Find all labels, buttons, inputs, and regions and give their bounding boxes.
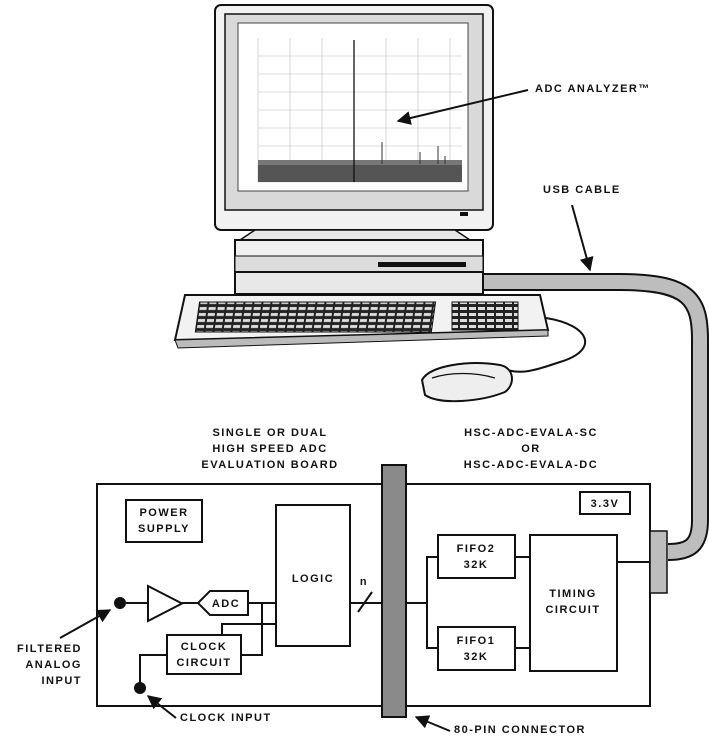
board-part-number: HSC-ADC-EVALA-SC OR HSC-ADC-EVALA-DC	[464, 427, 598, 471]
connector-label: 80-PIN CONNECTOR	[454, 724, 586, 736]
board-title-line-3: EVALUATION BOARD	[201, 459, 338, 471]
mouse-icon	[420, 317, 587, 403]
connector-arrow	[414, 715, 451, 732]
wire-clock-logic	[241, 624, 263, 656]
clock-circuit-label-2: CIRCUIT	[176, 657, 231, 669]
board-title-line-2: HIGH SPEED ADC	[212, 443, 327, 455]
wire-fifo-split	[426, 556, 438, 649]
keyboard-icon	[173, 294, 550, 349]
filtered-analog-input-label: FILTERED ANALOG INPUT	[17, 643, 83, 687]
power-supply-label-2: SUPPLY	[138, 523, 190, 535]
fifo2-block: FIFO2 32K	[437, 534, 516, 579]
adc-analyzer-arrow	[396, 89, 529, 125]
80-pin-connector-icon	[381, 464, 407, 718]
wire-clock-input	[139, 654, 167, 685]
filtered-input-label-3: INPUT	[42, 675, 83, 687]
fifo1-label-1: FIFO1	[457, 635, 496, 647]
timing-circuit-label-1: TIMING	[549, 588, 597, 600]
board-part-line-2: OR	[521, 443, 541, 455]
usb-cable-label: USB CABLE	[543, 184, 621, 196]
monitor-icon	[214, 4, 494, 231]
fifo1-label-2: 32K	[464, 651, 489, 663]
timing-circuit-label-2: CIRCUIT	[545, 604, 600, 616]
voltage-label: 3.3V	[591, 498, 620, 510]
clock-circuit-label-1: CLOCK	[181, 641, 228, 653]
logic-label: LOGIC	[292, 573, 334, 585]
usb-port-icon	[649, 530, 668, 594]
timing-circuit-block: TIMING CIRCUIT	[529, 534, 618, 672]
board-part-line-1: HSC-ADC-EVALA-SC	[464, 427, 598, 439]
filtered-input-label-1: FILTERED	[17, 643, 82, 655]
power-supply-block: POWER SUPPLY	[125, 499, 203, 543]
bus-width-label: n	[360, 576, 368, 588]
analog-input-node	[114, 597, 126, 609]
fifo2-label-1: FIFO2	[457, 543, 496, 555]
filtered-input-label-2: ANALOG	[25, 659, 82, 671]
clock-circuit-block: CLOCK CIRCUIT	[166, 634, 242, 675]
board-title-line-1: SINGLE OR DUAL	[212, 427, 327, 439]
clock-input-label: CLOCK INPUT	[180, 712, 272, 724]
adc-analyzer-label: ADC ANALYZER™	[535, 83, 651, 95]
clock-input-node	[134, 682, 146, 694]
bus-slash	[357, 591, 373, 613]
fifo2-label-2: 32K	[464, 559, 489, 571]
usb-cable-icon	[484, 273, 709, 561]
power-supply-label-1: POWER	[139, 507, 188, 519]
logic-block: LOGIC	[275, 504, 351, 647]
board-title: SINGLE OR DUAL HIGH SPEED ADC EVALUATION…	[201, 427, 338, 471]
usb-cable-arrow	[571, 204, 594, 272]
filtered-input-arrow	[59, 609, 112, 639]
board-part-line-3: HSC-ADC-EVALA-DC	[464, 459, 598, 471]
clock-input-arrow	[146, 695, 177, 719]
fifo1-block: FIFO1 32K	[437, 626, 516, 671]
voltage-block: 3.3V	[579, 491, 631, 515]
wire-clock-adc	[221, 603, 263, 635]
adc-block: ADC	[196, 590, 249, 616]
spectrum-plot	[257, 38, 462, 183]
adc-label: ADC	[212, 598, 240, 610]
computer-case-icon	[234, 229, 484, 295]
